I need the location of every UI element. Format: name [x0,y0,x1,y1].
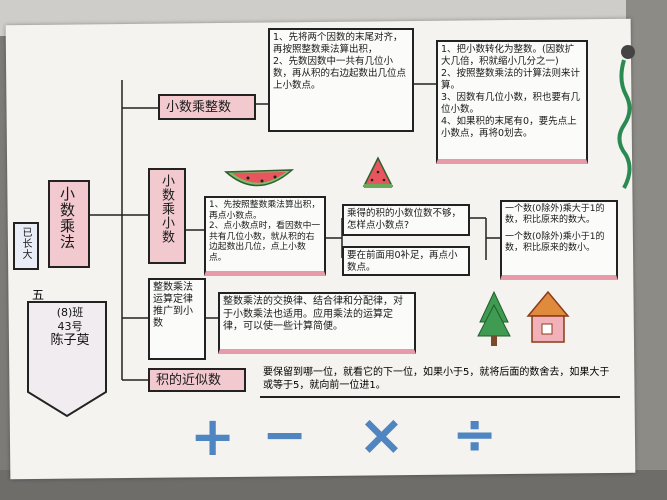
root-title-text: 小数乘法 [58,186,76,250]
badge-grown-up: 已长大 [13,222,39,270]
grade-label: 五 [32,288,45,302]
branch3-label: 整数乘法运算定律推广到小数 [153,282,193,329]
branch1-summary-text: 1、把小数转化为整数。(因数扩大几倍，积就缩小几分之一) 2、按照整数乘法的计算… [441,44,581,139]
mindmap-root-title: 小数乘法 [48,180,90,268]
branch-operation-laws: 整数乘法运算定律推广到小数 [148,278,206,360]
branch2-method-box: 1、先按照整数乘法算出积，再点小数点。 2、点小数点时，看因数中一共有几位小数，… [204,196,326,276]
divide-symbol: ÷ [452,403,498,466]
branch1-summary-box: 1、把小数转化为整数。(因数扩大几倍，积就缩小几分之一) 2、按照整数乘法的计算… [436,40,588,164]
branch1-label: 小数乘整数 [166,100,232,115]
branch-decimal-times-integer: 小数乘整数 [158,94,256,120]
branch2-rule-greater: 一个数(0除外)乘大于1的数，积比原来的数大。 [505,204,605,225]
times-symbol: × [358,403,405,468]
branch2-rule-box: 一个数(0除外)乘大于1的数，积比原来的数大。 一个数(0除外)乘小于1的数，积… [500,200,618,280]
branch2-rule-smaller: 一个数(0除外)乘小于1的数，积比原来的数小。 [505,232,605,253]
branch1-method-box: 1、先将两个因数的末尾对齐，再按照整数乘法算出积， 2、先数因数中一共有几位小数… [268,28,414,132]
student-name: 陈子萸 [50,333,90,348]
class-line: (8)班 [56,306,84,319]
branch2-label: 小数乘小数 [159,174,174,244]
number-line: 43号 [57,320,83,333]
branch2-method-text: 1、先按照整数乘法算出积，再点小数点。 2、点小数点时，看因数中一共有几位小数，… [209,200,321,263]
branch4-text-box: 要保留到哪一位，就看它的下一位，如果小于5，就将后面的数舍去，如果大于或等于5，… [260,364,620,398]
branch2-question-box: 乘得的积的小数位数不够，怎样点小数点? [342,204,470,236]
branch2-answer-box: 要在前面用0补足，再点小数点。 [342,246,470,276]
plus-symbol: + [190,405,236,468]
branch4-label: 积的近似数 [156,373,222,388]
branch-decimal-times-decimal: 小数乘小数 [148,168,186,264]
student-info: (8)班 43号 陈子萸 [40,306,100,348]
branch3-text: 整数乘法的交换律、结合律和分配律，对于小数乘法也适用。应用乘法的运算定律，可以使… [223,296,403,332]
branch-approximate-product: 积的近似数 [148,368,246,392]
branch2-answer-text: 要在前面用0补足，再点小数点。 [347,250,458,273]
branch3-text-box: 整数乘法的交换律、结合律和分配律，对于小数乘法也适用。应用乘法的运算定律，可以使… [218,292,416,354]
branch2-question-text: 乘得的积的小数位数不够，怎样点小数点? [347,208,462,231]
branch4-text: 要保留到哪一位，就看它的下一位，如果小于5，就将后面的数舍去，如果大于或等于5，… [263,367,610,391]
branch1-method-text: 1、先将两个因数的末尾对齐，再按照整数乘法算出积， 2、先数因数中一共有几位小数… [273,32,407,91]
minus-symbol: − [262,403,308,466]
